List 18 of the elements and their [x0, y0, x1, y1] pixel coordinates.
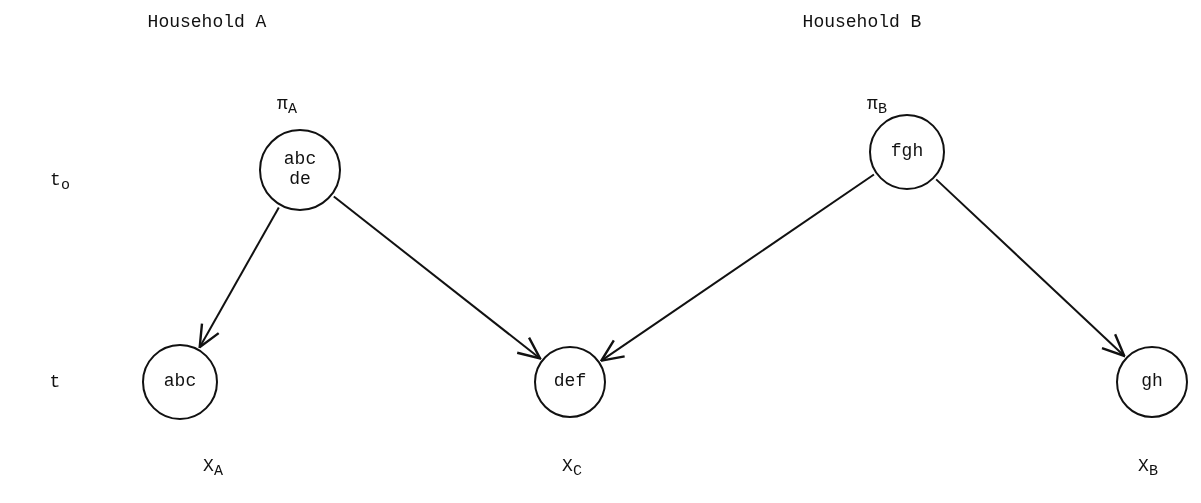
column-heading: Household A — [147, 12, 267, 32]
arrow — [935, 178, 1126, 358]
variable-label: π$_{B}$ — [867, 93, 887, 119]
time-label: t$_{o}$ — [50, 169, 70, 195]
node-text: abc de — [282, 150, 318, 190]
arrow — [600, 173, 875, 362]
variable-label: X$_{B}$ — [1138, 455, 1158, 481]
variable-label: X$_{A}$ — [203, 455, 223, 481]
arrow — [198, 206, 280, 349]
time-label: t — [49, 372, 61, 392]
node-text: def — [553, 372, 587, 392]
node-text: fgh — [890, 142, 924, 162]
node-text: abc — [163, 372, 197, 392]
node-text: gh — [1141, 372, 1163, 392]
variable-label: X$_{C}$ — [562, 455, 582, 481]
variable-label: π$_{A}$ — [277, 93, 297, 119]
column-heading: Household B — [802, 12, 922, 32]
arrow — [332, 195, 542, 360]
